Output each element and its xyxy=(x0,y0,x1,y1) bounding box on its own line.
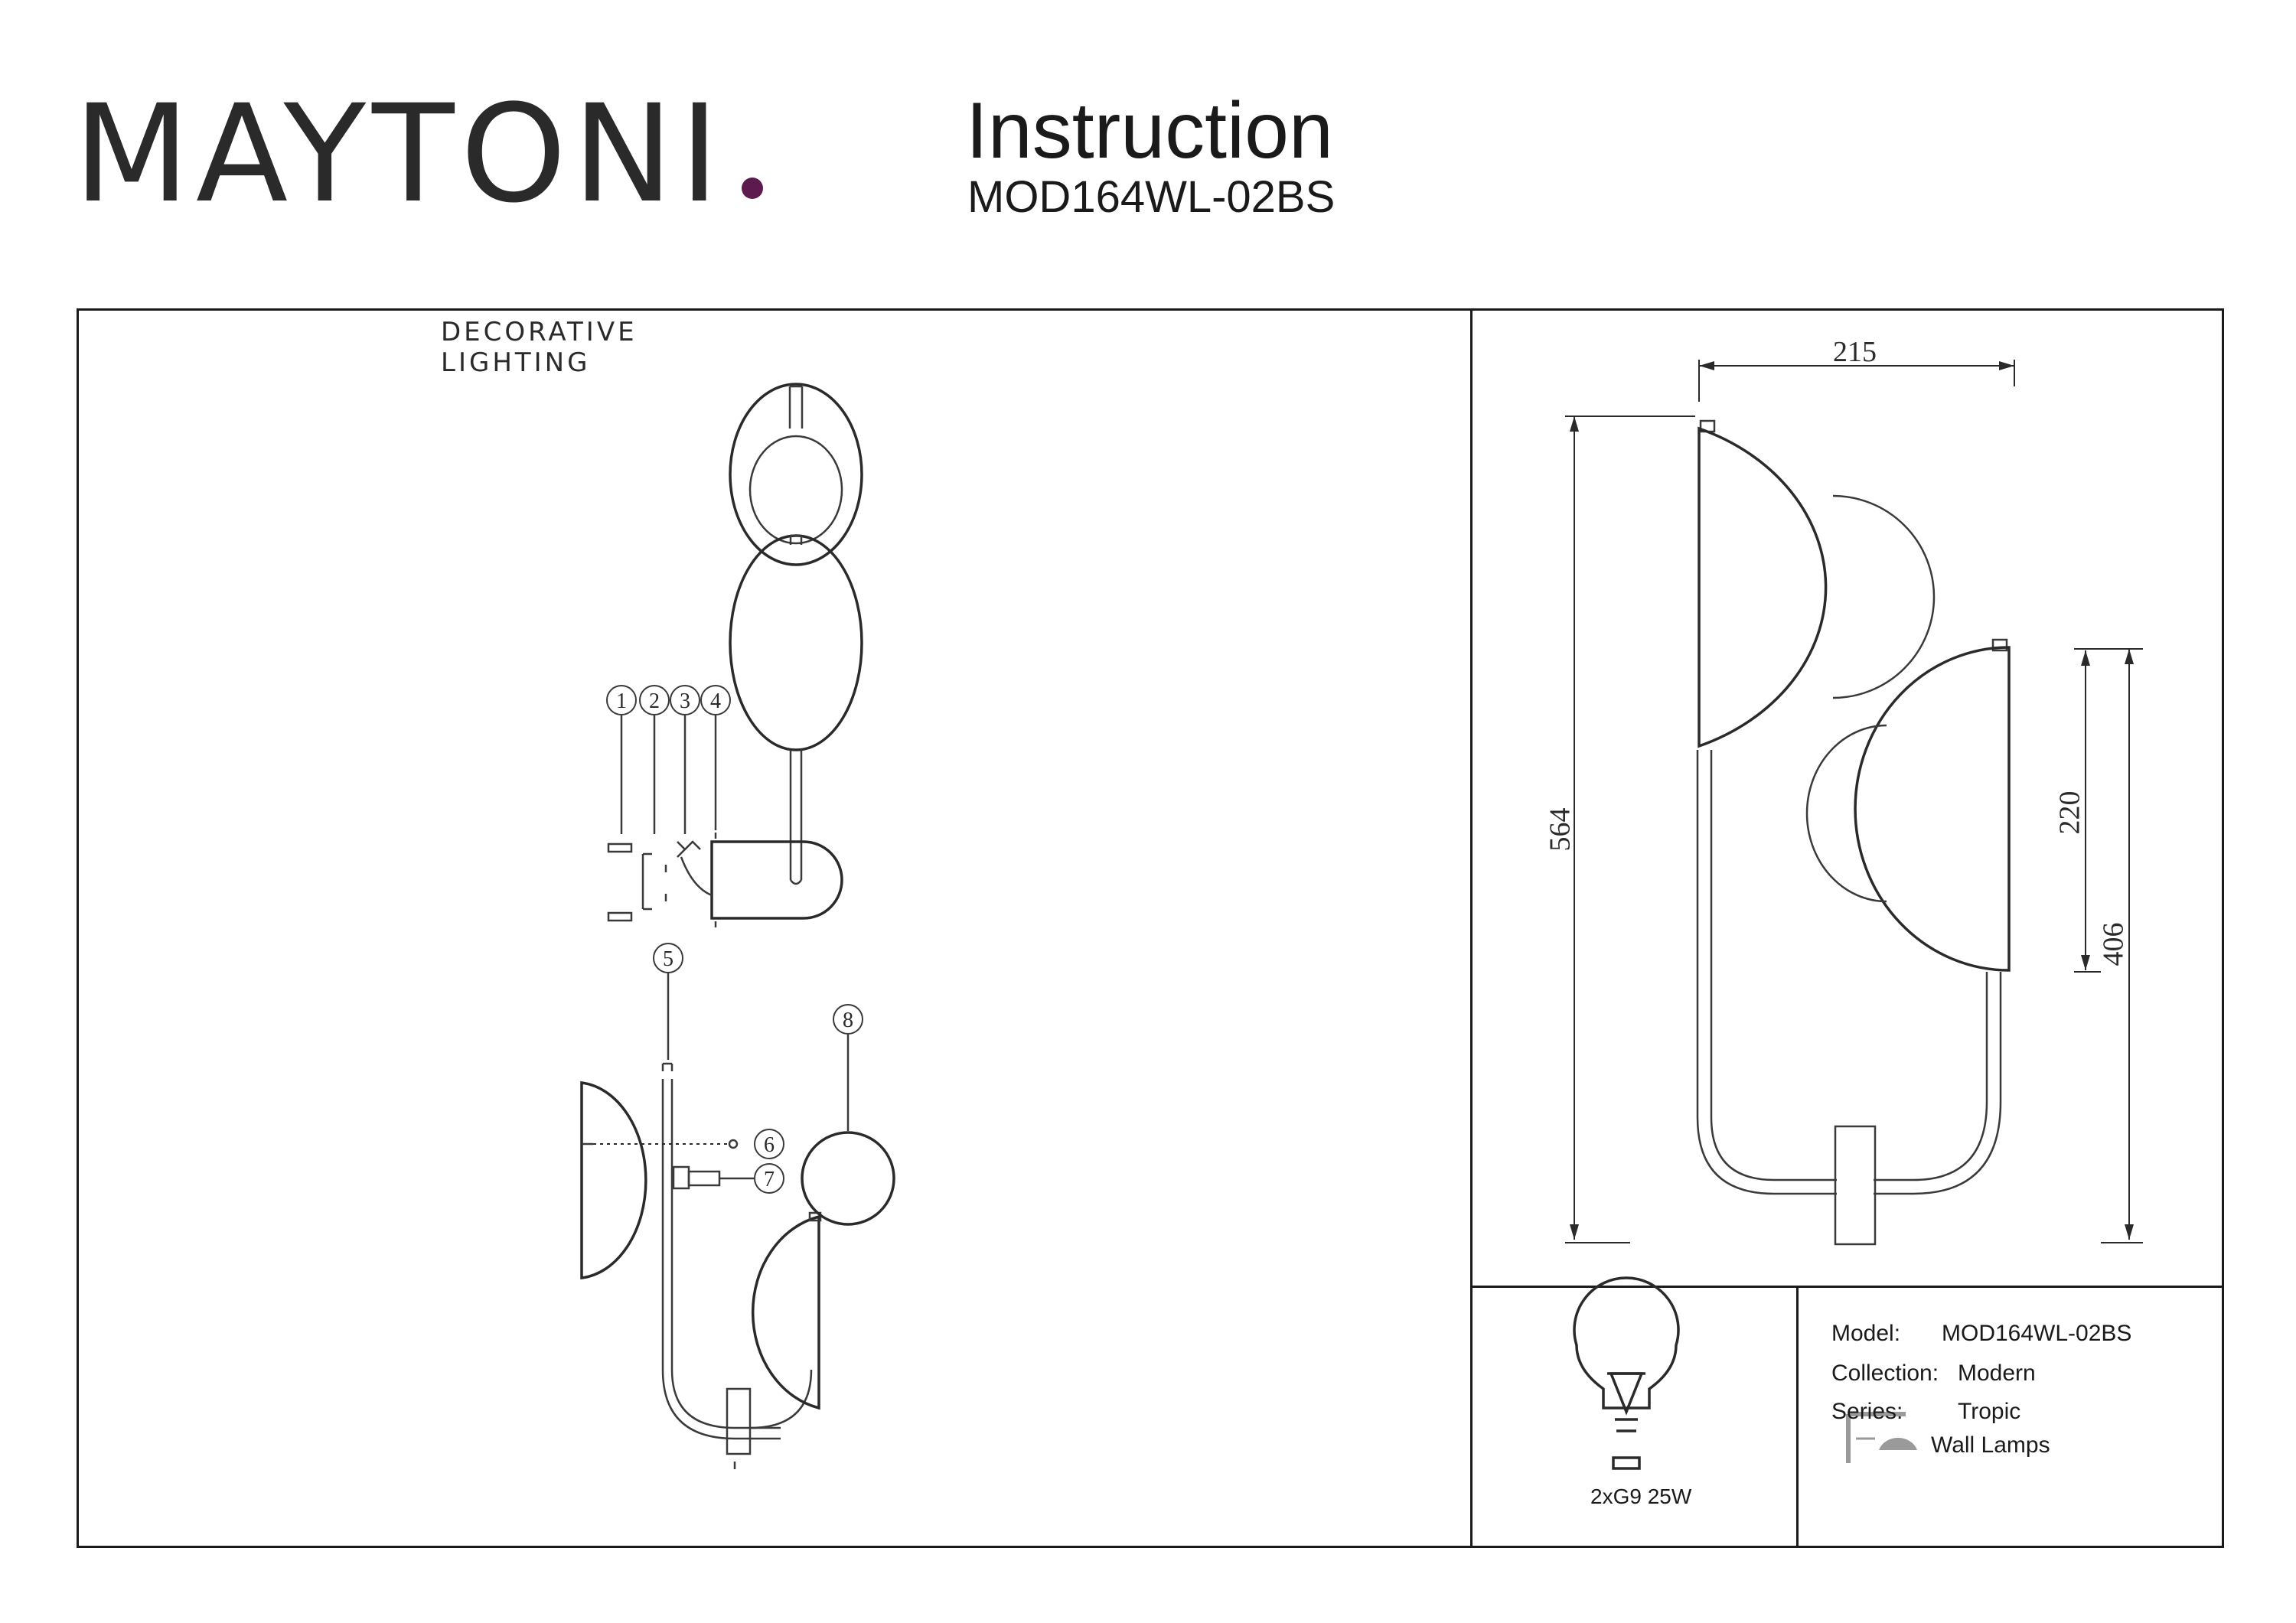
brand-logo: MAYTONI DECORATIVE LIGHTING xyxy=(73,86,763,378)
bulb-holder-part xyxy=(672,1139,754,1190)
spec-divider-vertical xyxy=(1796,1286,1799,1548)
brand-tagline: DECORATIVE LIGHTING xyxy=(441,317,638,378)
document-model-code: MOD164WL-02BS xyxy=(967,172,1336,222)
dimension-lower-height-label: 406 xyxy=(2097,922,2130,966)
bulb-spec-label: 2xG9 25W xyxy=(1590,1484,1692,1508)
callout-4: 4 xyxy=(700,685,731,715)
model-label: Model: xyxy=(1831,1321,1901,1346)
brand-logo-dot xyxy=(742,178,763,199)
wall-lamp-icon xyxy=(1846,1412,1917,1463)
instruction-frame xyxy=(77,308,2224,1548)
callout-1: 1 xyxy=(606,685,637,715)
callout-8: 8 xyxy=(833,1004,863,1035)
panel-divider-horizontal xyxy=(1470,1286,2224,1288)
callout-7: 7 xyxy=(754,1163,784,1194)
callout-3: 3 xyxy=(670,685,700,715)
callout-2: 2 xyxy=(639,685,670,715)
dimensioned-side-view xyxy=(1565,360,2143,1246)
brand-name: MAYTONI xyxy=(73,76,726,233)
callout-5: 5 xyxy=(653,943,683,973)
glass-ball-part xyxy=(801,1131,895,1226)
upper-shade-part xyxy=(729,383,863,566)
left-half-shade xyxy=(580,1081,731,1279)
light-bulb-icon xyxy=(1573,1276,1680,1470)
dimension-shade-height-label: 220 xyxy=(2053,790,2086,835)
lamp-type-value: Wall Lamps xyxy=(1931,1432,2050,1458)
panel-divider-vertical xyxy=(1470,308,1473,1548)
callout-6: 6 xyxy=(754,1129,784,1159)
collection-label: Collection: xyxy=(1831,1361,1939,1386)
series-value: Tropic xyxy=(1958,1399,2021,1424)
lower-shade-part xyxy=(729,534,863,751)
document-title: Instruction xyxy=(966,86,1333,175)
dimension-width-label: 215 xyxy=(1833,336,1877,368)
collection-value: Modern xyxy=(1958,1361,2036,1386)
model-value: MOD164WL-02BS xyxy=(1942,1321,2132,1346)
wall-mount-box xyxy=(710,833,843,927)
exploded-assembly-diagram xyxy=(580,383,895,1469)
mounting-hardware xyxy=(607,840,713,922)
series-label: Series: xyxy=(1831,1399,1903,1424)
dimension-total-height-label: 564 xyxy=(1544,807,1577,852)
lamp-frame-part xyxy=(661,1062,813,1469)
